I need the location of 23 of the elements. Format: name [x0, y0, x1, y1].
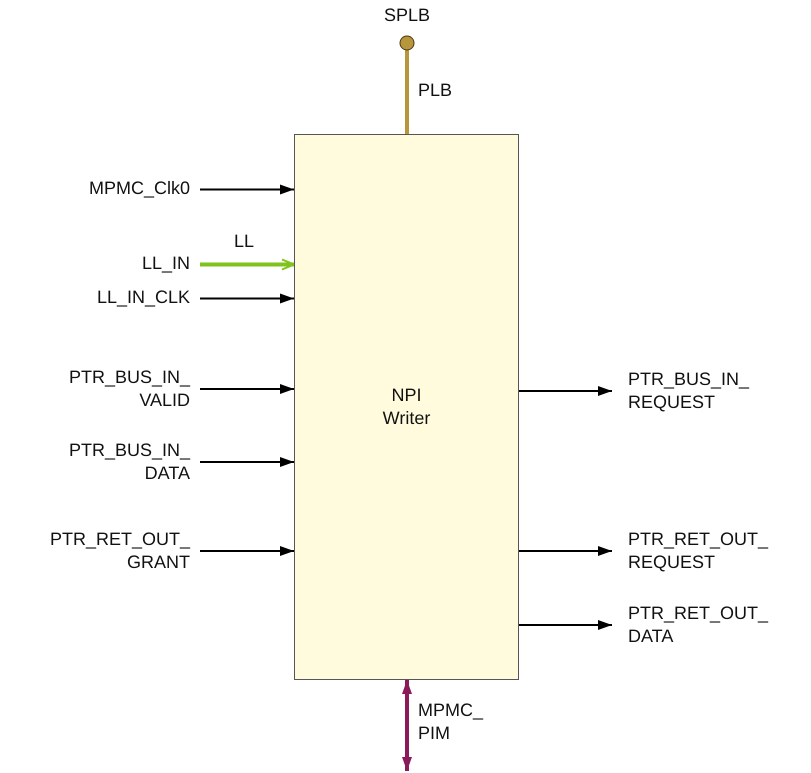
arrow: [200, 258, 295, 270]
arrow: [200, 184, 294, 194]
arrow: [519, 386, 612, 396]
signal-name: PTR_RET_OUT_ DATA: [628, 602, 770, 648]
arrow: [200, 457, 294, 467]
bus-line: [400, 36, 414, 134]
arrow: [200, 546, 294, 556]
bus-name: SPLB: [382, 4, 432, 27]
signal-name: PTR_RET_OUT_ REQUEST: [628, 528, 770, 574]
signal-name: PTR_RET_OUT_ GRANT: [48, 528, 190, 574]
arrow: [200, 384, 294, 394]
signal-name: PTR_BUS_IN_ VALID: [68, 366, 190, 412]
process-block: [294, 134, 519, 680]
signal-name: LL_IN_CLK: [96, 286, 190, 309]
arrow: [402, 680, 412, 771]
signal-name: LL_IN: [140, 252, 190, 275]
arrow: [200, 294, 294, 304]
arrow: [519, 620, 612, 630]
signal-name: PTR_BUS_IN_ REQUEST: [628, 368, 750, 414]
signal-name: PTR_BUS_IN_ DATA: [68, 439, 190, 485]
block-title: NPI Writer: [382, 384, 432, 430]
arrow: [519, 546, 612, 556]
signal-name: MPMC_Clk0: [88, 177, 190, 200]
